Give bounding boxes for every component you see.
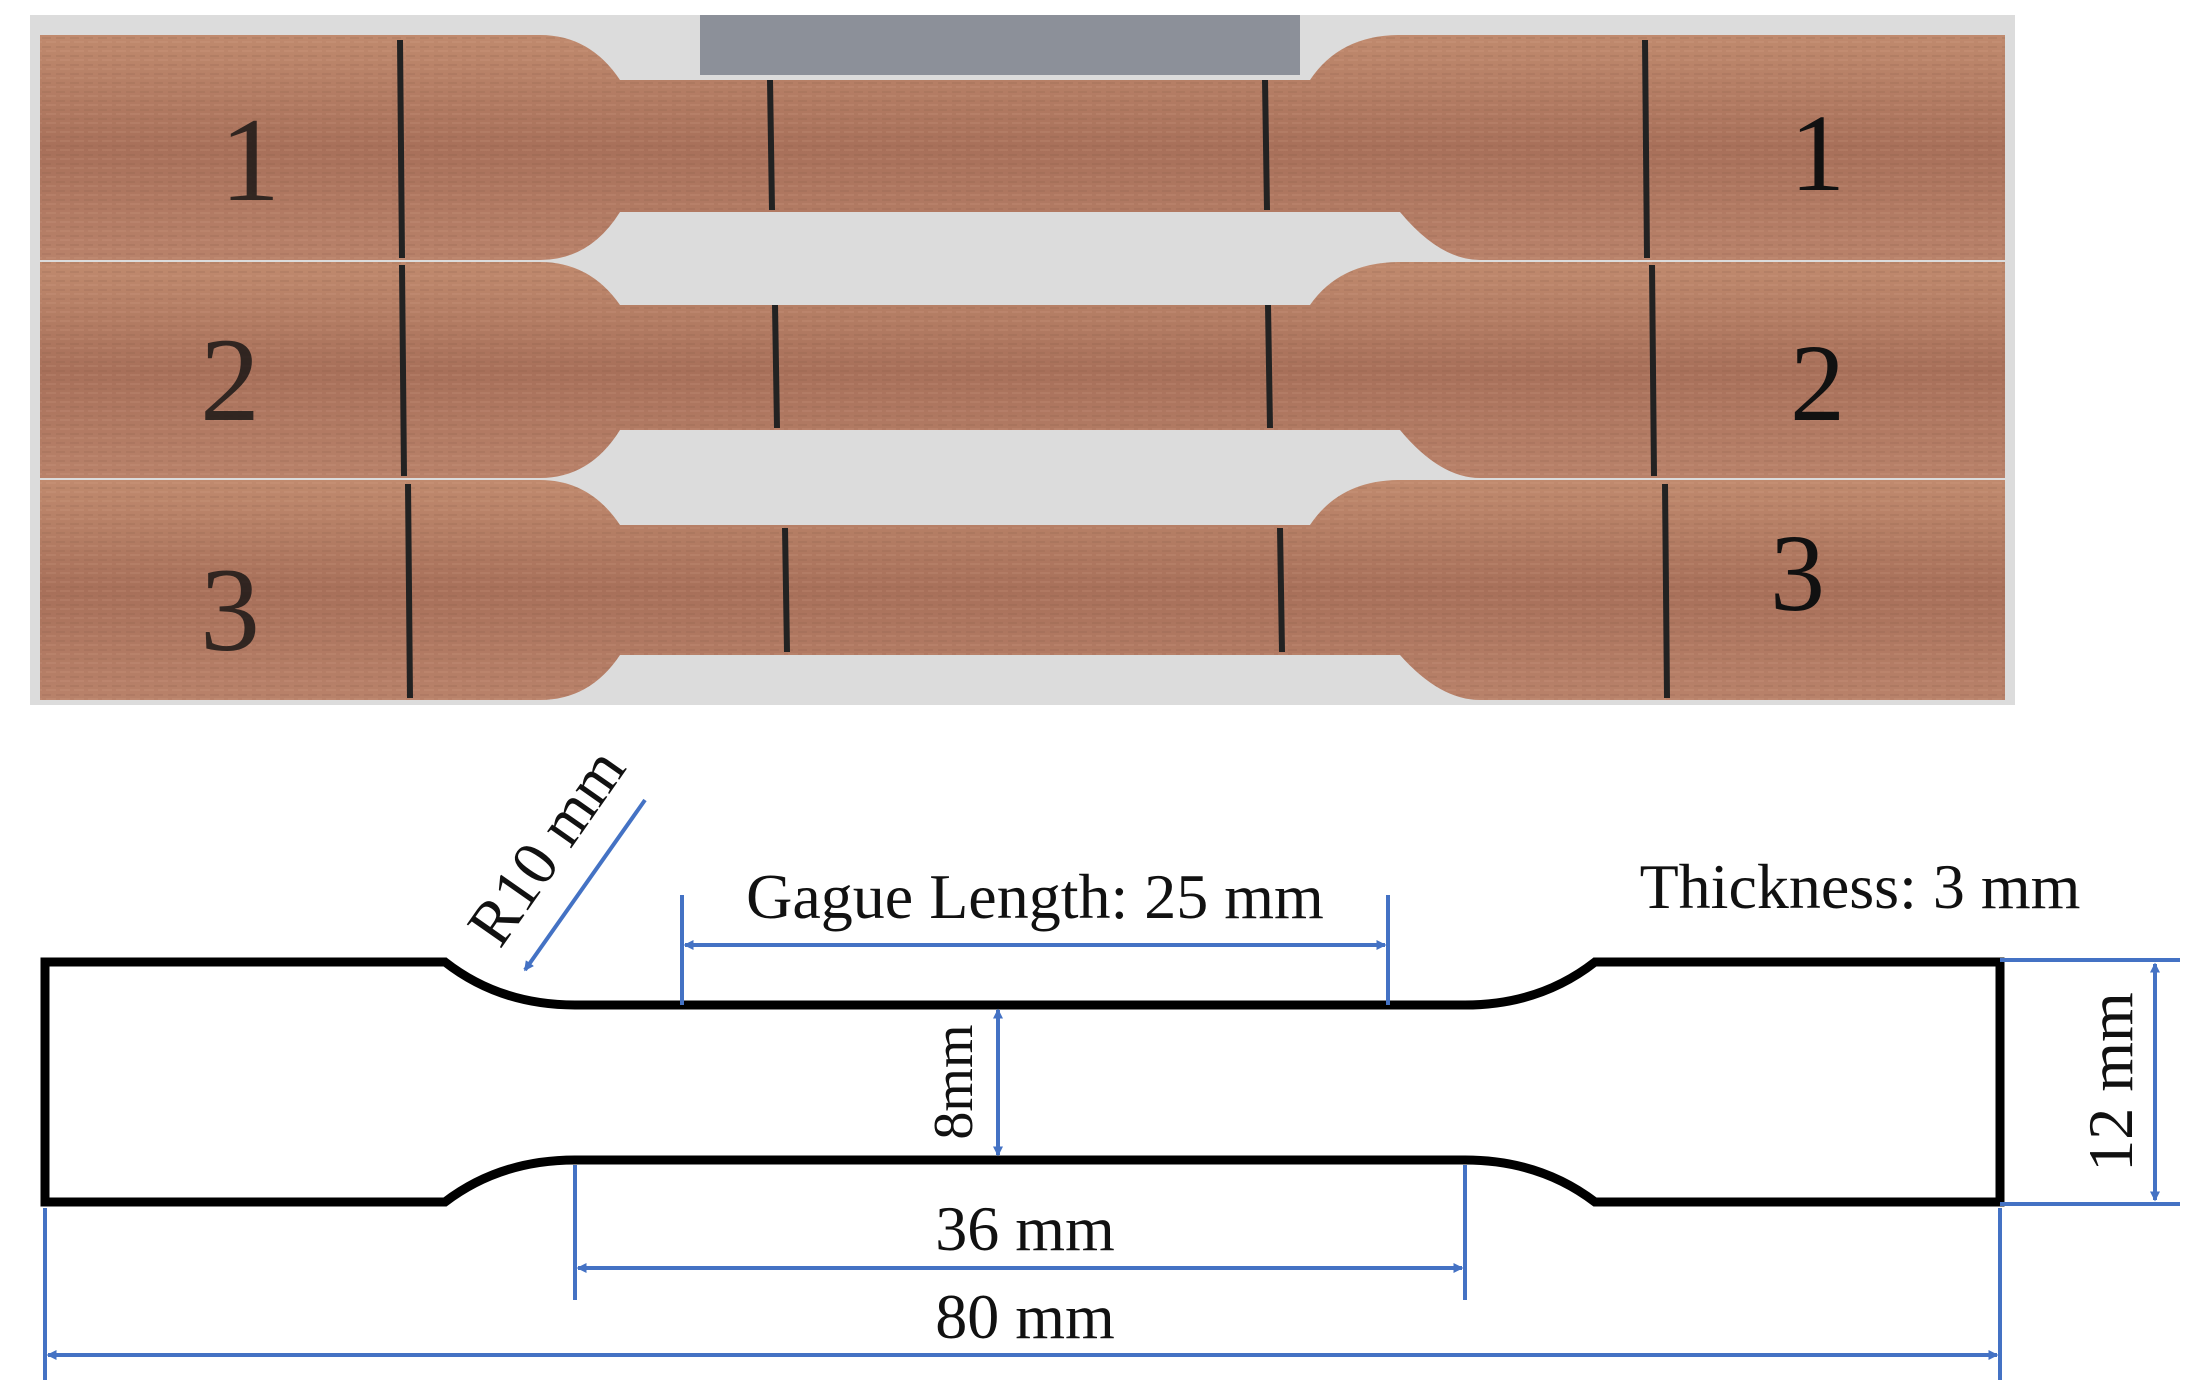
specimen-outline	[40, 957, 2005, 1207]
specimen-2-grip-mark-right	[1649, 264, 1657, 477]
specimen-2: 2 2	[40, 262, 2005, 478]
dimensions	[43, 798, 2180, 1380]
neck-width-label: 8mm	[923, 1024, 985, 1139]
specimen-1-texture	[40, 35, 2005, 260]
specimen-drawing: R10 mm Gague Length: 25 mm Thickness: 3 …	[40, 735, 2180, 1380]
specimen-1-grip-mark-right	[1642, 39, 1650, 259]
specimen-2-gauge-mark-left	[772, 304, 780, 429]
specimen-photo: 1 1 2 2 3 3	[30, 15, 2015, 705]
specimen-1-label-left: 1	[220, 93, 280, 226]
reduced-section-label: 36 mm	[935, 1193, 1115, 1264]
specimen-3-gauge-mark-right	[1277, 527, 1285, 653]
specimen-3-label-right: 3	[1770, 512, 1825, 634]
specimen-3-label-left: 3	[200, 543, 260, 676]
specimen-1: 1 1	[40, 35, 2005, 260]
specimen-1-gauge-mark-right	[1262, 79, 1270, 211]
grip-width-label: 12 mm	[2075, 992, 2146, 1172]
specimen-2-label-left: 2	[200, 313, 260, 446]
specimen-2-label-right: 2	[1790, 322, 1845, 444]
thickness-label: Thickness: 3 mm	[1640, 851, 2081, 922]
specimen-2-texture	[40, 262, 2005, 478]
specimen-3: 3 3	[40, 480, 2005, 700]
specimen-3-gauge-mark-left	[782, 527, 790, 653]
specimen-3-grip-mark-left	[405, 483, 413, 699]
radius-arrow	[523, 798, 647, 972]
specimen-1-grip-mark-left	[397, 39, 405, 259]
specimen-1-gauge-mark-left	[767, 79, 775, 211]
specimen-2-grip-mark-left	[399, 264, 407, 477]
specimen-3-grip-mark-right	[1662, 483, 1670, 699]
grip-fixture	[700, 15, 1300, 75]
specimen-2-gauge-mark-right	[1265, 304, 1273, 429]
gauge-length-label: Gague Length: 25 mm	[746, 861, 1324, 932]
specimen-3-texture	[40, 480, 2005, 700]
specimen-1-label-right: 1	[1790, 92, 1845, 214]
total-length-label: 80 mm	[935, 1281, 1115, 1352]
